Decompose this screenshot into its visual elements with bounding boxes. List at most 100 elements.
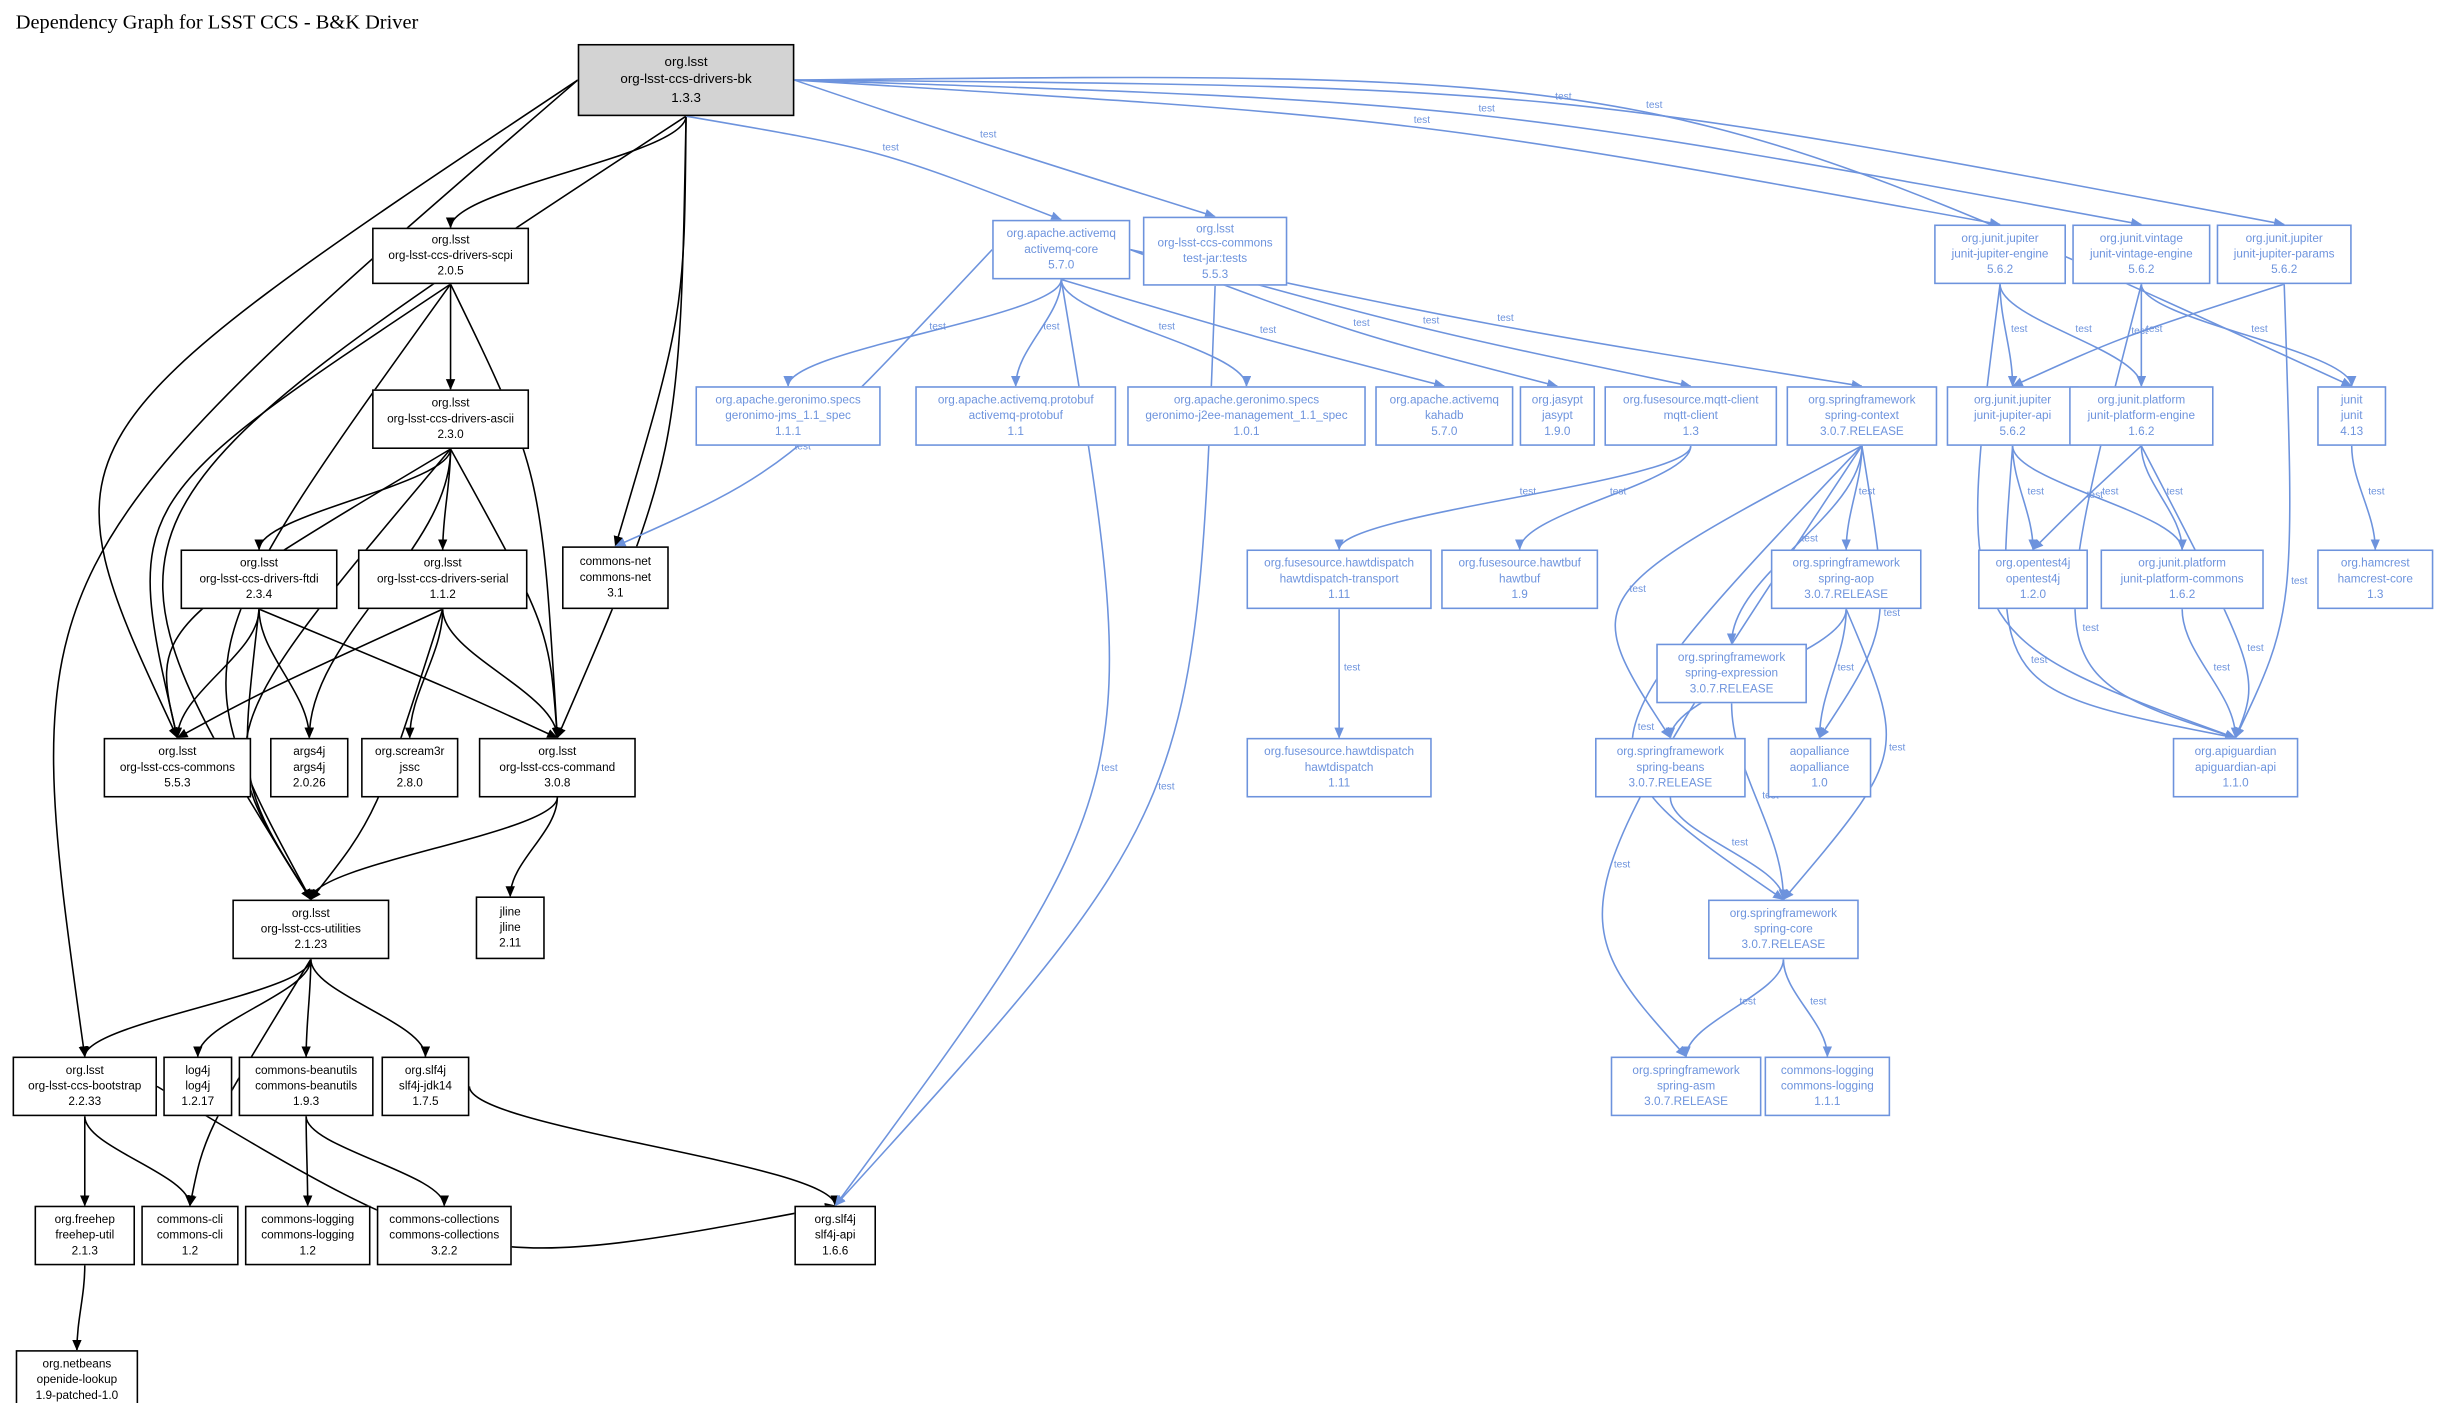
edge-scpi-to-command — [449, 283, 562, 739]
node-label: openide-lookup — [36, 1372, 118, 1387]
edge-bk-to-scpi — [445, 116, 687, 229]
node-label: org-lsst-ccs-drivers-ascii — [387, 411, 515, 426]
edge-command-to-utilities — [306, 797, 559, 901]
edge-bk-to-commons — [98, 79, 579, 739]
node-label: org.netbeans — [42, 1356, 112, 1372]
edge-serial-to-commons — [176, 608, 444, 739]
node-label: 2.3.4 — [245, 586, 273, 602]
node-label: 2.2.33 — [68, 1094, 102, 1109]
edge-label-test: test — [2087, 490, 2104, 501]
node-label: org.lsst — [431, 232, 470, 248]
node-label: org-lsst-ccs-commons — [119, 760, 235, 775]
edge-label-test: test — [2075, 324, 2092, 335]
edge-ascii-to-commons — [165, 448, 451, 739]
node-label: log4j — [185, 1078, 211, 1093]
edge-label-test: test — [1610, 487, 1627, 498]
edge-label-test: test — [1497, 313, 1514, 324]
node-label: jline — [499, 904, 521, 919]
node-label: 1.11 — [1328, 586, 1351, 602]
node-label: 1.2 — [299, 1243, 316, 1258]
edge-bk-to-bootstrap — [52, 79, 579, 1058]
edge-label-test: test — [2146, 324, 2163, 335]
node-label: 2.0.5 — [437, 263, 464, 278]
node-label: org.junit.platform — [2097, 393, 2186, 408]
node-label: aopalliance — [1789, 744, 1850, 759]
edge-bootstrap-to-commons-cli — [83, 1116, 195, 1207]
node-label: commons-collections — [389, 1227, 500, 1242]
node-label: junit-jupiter-params — [2233, 246, 2335, 261]
edge-label-test: test — [1423, 316, 1440, 327]
edge-bk-to-commons-net — [613, 116, 687, 548]
edge-label-test: test — [1260, 325, 1277, 336]
node-label: 3.0.8 — [544, 775, 571, 790]
node-label: aopalliance — [1789, 760, 1850, 775]
node-label: 3.0.7.RELEASE — [1628, 775, 1713, 790]
edge-jupiter-params-to-apiguardian — [2234, 284, 2291, 739]
node-label: 1.2 — [181, 1243, 199, 1258]
node-label: 5.6.2 — [2271, 261, 2298, 277]
edge-label-test: test — [2028, 487, 2045, 498]
node-label: jasypt — [1541, 408, 1573, 423]
edge-spring-expression-to-spring-core — [1730, 703, 1789, 901]
node-label: org.springframework — [1616, 744, 1725, 759]
node-label: 2.8.0 — [396, 775, 423, 790]
node-label: commons-collections — [389, 1212, 500, 1227]
node-label: commons-logging — [261, 1212, 355, 1227]
node-label: hamcrest-core — [2337, 571, 2413, 586]
node-label: 1.3 — [1682, 423, 1699, 438]
node-label: jline — [499, 920, 521, 935]
edge-jupiter-params-to-jupiter-api — [2011, 283, 2285, 387]
node-label: hawtdispatch-transport — [1279, 571, 1399, 586]
edge-label-test: test — [1043, 322, 1060, 333]
edge-label-test: test — [1810, 997, 1827, 1008]
edge-label-test: test — [1414, 115, 1431, 126]
edge-spring-context-to-spring-asm — [1601, 445, 1863, 1058]
node-label: org.lsst — [664, 54, 708, 70]
edge-bk-to-command — [556, 116, 687, 739]
node-label: 3.0.7.RELEASE — [1804, 586, 1889, 602]
node-label: org-lsst-ccs-drivers-bk — [620, 71, 752, 88]
node-label: slf4j-api — [814, 1227, 856, 1242]
edge-label-test: test — [1614, 860, 1631, 871]
node-label: 1.6.6 — [822, 1243, 849, 1258]
node-label: org.apache.activemq.protobuf — [937, 393, 1094, 408]
node-label: org.lsst — [538, 744, 577, 759]
node-label: org-lsst-ccs-commons — [1157, 235, 1273, 251]
edge-label-test: test — [2368, 487, 2385, 498]
edge-slf4j-jdk14-to-slf4j-api — [468, 1086, 840, 1207]
node-label: 1.1.1 — [1814, 1094, 1841, 1109]
node-label: 5.6.2 — [1999, 423, 2026, 438]
node-label: org.fusesource.mqtt-client — [1623, 393, 1759, 408]
edge-label-test: test — [2214, 662, 2231, 673]
edge-label-test: test — [2031, 655, 2048, 666]
edge-activemq-core-to-kahadb — [1061, 278, 1446, 389]
node-label: org.apache.activemq — [1006, 226, 1116, 241]
node-label: 1.9-patched-1.0 — [35, 1387, 119, 1402]
edge-command-to-jline — [505, 797, 559, 898]
edge-ftdi-to-args4j — [258, 609, 314, 739]
node-label: 1.11 — [1328, 775, 1351, 790]
edge-label-test: test — [2082, 623, 2099, 634]
edge-spring-context-to-aopalliance — [1818, 445, 1882, 739]
node-label: args4j — [293, 760, 326, 775]
node-label: org.lsst — [431, 396, 470, 411]
